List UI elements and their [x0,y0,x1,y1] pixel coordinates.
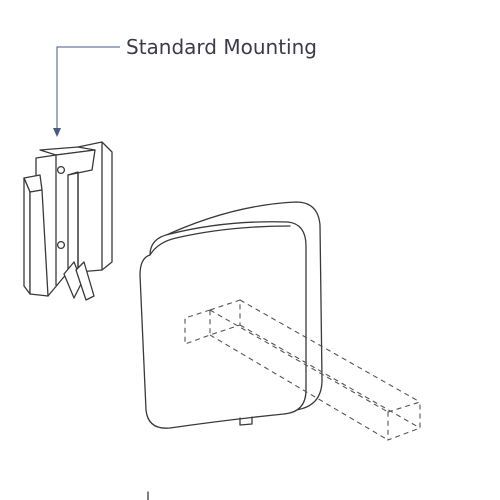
dispenser-body [139,201,323,429]
standard-mounting-label: Standard Mounting [126,35,317,59]
top-screw-hole-icon [56,165,66,175]
callout-leader [53,46,120,137]
hidden-tube-outline [184,299,421,441]
watermark: macken.com.au [182,254,301,272]
mounting-bracket [23,141,113,301]
bottom-screw-hole-icon [56,240,66,250]
